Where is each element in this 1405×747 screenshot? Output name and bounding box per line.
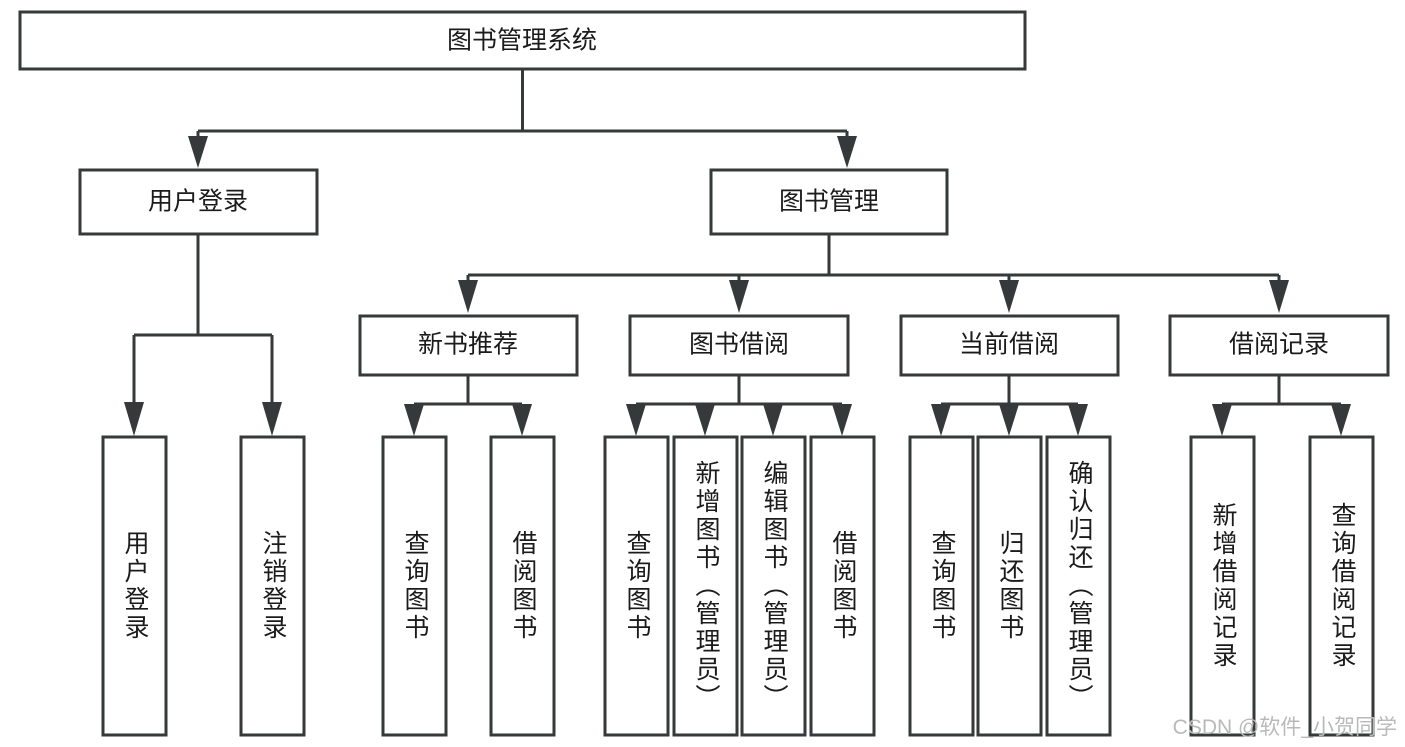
arrow-bookmanage-to-book-borrow (729, 280, 749, 313)
node-user-login-box[interactable] (78, 168, 319, 236)
node-current-borrow-box[interactable] (899, 314, 1120, 377)
node-leaf-return-book-box[interactable] (976, 435, 1043, 737)
node-leaf-query-book-3-box[interactable] (908, 435, 975, 737)
arrow-bookmanage-to-borrow-record (1269, 280, 1289, 313)
arrow-userlogin-leaf-1 (124, 402, 144, 436)
connectors-group (124, 69, 1351, 436)
arrow-currentborrow-leaf-1 (931, 404, 951, 436)
arrow-root-to-book-manage (837, 136, 857, 168)
arrow-bookmanage-to-new-book (458, 280, 478, 313)
arrow-newbook-leaf-2 (512, 404, 532, 436)
node-leaf-logout-box[interactable] (239, 435, 306, 737)
node-borrow-record-box[interactable] (1168, 314, 1390, 377)
arrow-bookborrow-leaf-2 (695, 404, 715, 436)
node-book-borrow-box[interactable] (628, 314, 850, 377)
node-book-borrow-label: 图书借阅 (689, 331, 789, 359)
arrow-userlogin-leaf-2 (262, 402, 282, 436)
node-leaf-user-login-box[interactable] (101, 435, 168, 737)
node-root-box[interactable] (18, 10, 1027, 71)
arrow-currentborrow-leaf-3 (1068, 404, 1088, 436)
arrow-bookborrow-leaf-3 (763, 404, 783, 436)
node-leaf-query-book-2-box[interactable] (603, 435, 670, 737)
node-current-borrow-label: 当前借阅 (959, 331, 1059, 359)
node-borrow-record-label: 借阅记录 (1229, 331, 1329, 359)
node-new-book-recommend-box[interactable] (358, 314, 579, 377)
watermark-text: CSDN @软件_小贺同学 (1172, 716, 1397, 739)
arrow-root-to-user-login (188, 136, 208, 168)
node-user-login-label: 用户登录 (148, 188, 248, 216)
arrow-currentborrow-leaf-2 (999, 404, 1019, 436)
node-book-manage-label: 图书管理 (779, 188, 879, 216)
node-leaf-query-record-box[interactable] (1308, 435, 1375, 737)
node-leaf-borrow-book-2-box[interactable] (809, 435, 876, 737)
nodes-group (18, 10, 1390, 737)
arrow-newbook-leaf-1 (404, 404, 424, 436)
arrow-borrowrecord-leaf-1 (1212, 404, 1232, 436)
node-leaf-add-record-box[interactable] (1189, 435, 1256, 737)
horizontal-labels-group: 图书管理系统 用户登录 图书管理 新书推荐 图书借阅 当前借阅 借阅记录 (148, 27, 1329, 359)
node-leaf-confirm-return-box[interactable] (1045, 435, 1112, 737)
arrow-bookborrow-leaf-4 (832, 404, 852, 436)
node-leaf-borrow-book-1-box[interactable] (489, 435, 556, 737)
node-leaf-edit-book-box[interactable] (740, 435, 807, 737)
node-book-manage-box[interactable] (709, 168, 949, 236)
arrow-bookborrow-leaf-1 (626, 404, 646, 436)
arrow-bookmanage-to-current-borrow (999, 280, 1019, 313)
node-new-book-recommend-label: 新书推荐 (418, 331, 518, 359)
node-leaf-add-book-box[interactable] (672, 435, 739, 737)
arrow-borrowrecord-leaf-2 (1331, 404, 1351, 436)
node-leaf-query-book-1-box[interactable] (381, 435, 448, 737)
node-root-label: 图书管理系统 (447, 27, 597, 55)
